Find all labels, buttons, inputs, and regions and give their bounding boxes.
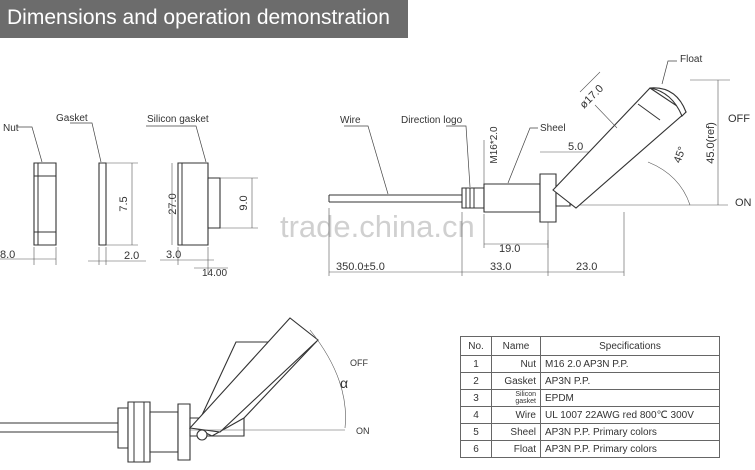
demo-alpha-arc xyxy=(309,329,346,429)
row-no: 3 xyxy=(460,389,492,407)
table-row: 6 Float AP3N P.P. Primary colors xyxy=(460,440,720,458)
float-length-dim: 23.0 xyxy=(576,261,597,273)
float-diameter-dim: ø17.0 xyxy=(578,83,606,111)
demo-off-label: OFF xyxy=(350,358,368,368)
row-name: Wire xyxy=(491,406,541,424)
row-name: Nut xyxy=(491,355,541,373)
table-row: 1 Nut M16 2.0 AP3N P.P. xyxy=(460,355,720,373)
row-no: 6 xyxy=(460,440,492,458)
on-label: ON xyxy=(735,197,752,209)
section-banner: Dimensions and operation demonstration xyxy=(0,0,408,38)
spec-table: No. Name Specifications 1 Nut M16 2.0 AP… xyxy=(460,336,720,458)
row-name: Float xyxy=(491,440,541,458)
nut-width-dim: 8.0 xyxy=(0,249,15,261)
row-spec: UL 1007 22AWG red 800℃ 300V xyxy=(540,406,720,424)
silicon-gasket-leader xyxy=(146,125,207,163)
float-leader xyxy=(661,60,677,85)
row-name: Gasket xyxy=(491,372,541,390)
row-spec: EPDM xyxy=(540,389,720,407)
silicon-gasket-drawing xyxy=(177,162,221,246)
direction-logo-leader xyxy=(446,125,471,188)
demo-alpha-label: α xyxy=(340,375,348,391)
silicon-width-dim: 14.00 xyxy=(202,268,227,279)
wire-label: Wire xyxy=(340,115,361,126)
row-no: 4 xyxy=(460,406,492,424)
body-length-dim: 33.0 xyxy=(490,261,511,273)
row-no: 5 xyxy=(460,423,492,441)
header-name: Name xyxy=(491,336,541,356)
nut-label: Nut xyxy=(3,123,19,134)
table-row: 5 Sheel AP3N P.P. Primary colors xyxy=(460,423,720,441)
row-no: 1 xyxy=(460,355,492,373)
row-name: Silicon gasket xyxy=(491,389,541,407)
wire-leader xyxy=(344,125,389,195)
shell-leader xyxy=(507,127,538,184)
gasket-thickness-dim: 2.0 xyxy=(124,250,139,262)
header-no: No. xyxy=(460,336,492,356)
len-19-dim: 19.0 xyxy=(499,243,520,255)
section-title: Dimensions and operation demonstration xyxy=(7,6,390,29)
row-spec: AP3N P.P. Primary colors xyxy=(540,440,720,458)
direction-logo-label: Direction logo xyxy=(401,115,463,126)
watermark: trade.china.cn xyxy=(280,209,475,244)
table-row: 3 Silicon gasket EPDM xyxy=(460,389,720,407)
row-name: Sheel xyxy=(491,423,541,441)
operation-demo-drawing xyxy=(0,317,319,463)
height-ref-dim: 45.0(ref) xyxy=(705,122,717,164)
table-header-row: No. Name Specifications xyxy=(460,336,720,356)
row-no: 2 xyxy=(460,372,492,390)
nut-drawing xyxy=(33,162,57,246)
offset-dim: 5.0 xyxy=(568,141,583,153)
float-drawing xyxy=(552,87,687,209)
silicon-thickness-dim: 3.0 xyxy=(166,249,181,261)
gasket-label: Gasket xyxy=(56,113,88,124)
gasket-leader xyxy=(70,122,102,163)
gasket-drawing xyxy=(98,162,107,246)
silicon-gasket-label: Silicon gasket xyxy=(147,114,209,125)
angle-arc xyxy=(647,161,691,206)
silicon-height-dim: 27.0 xyxy=(167,193,179,214)
row-spec: M16 2.0 AP3N P.P. xyxy=(540,355,720,373)
table-row: 2 Gasket AP3N P.P. xyxy=(460,372,720,390)
table-row: 4 Wire UL 1007 22AWG red 800℃ 300V xyxy=(460,406,720,424)
wire-drawing xyxy=(328,194,462,203)
angle-dim: 45° xyxy=(672,145,689,165)
nut-leader xyxy=(17,126,43,163)
header-specifications: Specifications xyxy=(540,336,720,356)
shell-label: Sheel xyxy=(540,123,566,134)
row-spec: AP3N P.P. Primary colors xyxy=(540,423,720,441)
shell-drawing xyxy=(461,173,571,223)
demo-on-label: ON xyxy=(356,426,370,436)
off-label: OFF xyxy=(728,113,750,125)
wire-length-dim: 350.0±5.0 xyxy=(336,261,385,273)
gasket-height-dim: 7.5 xyxy=(118,196,130,211)
float-label: Float xyxy=(680,54,702,65)
thread-dim: M16*2.0 xyxy=(489,126,500,164)
row-spec: AP3N P.P. xyxy=(540,372,720,390)
silicon-inner-dim: 9.0 xyxy=(238,195,250,210)
